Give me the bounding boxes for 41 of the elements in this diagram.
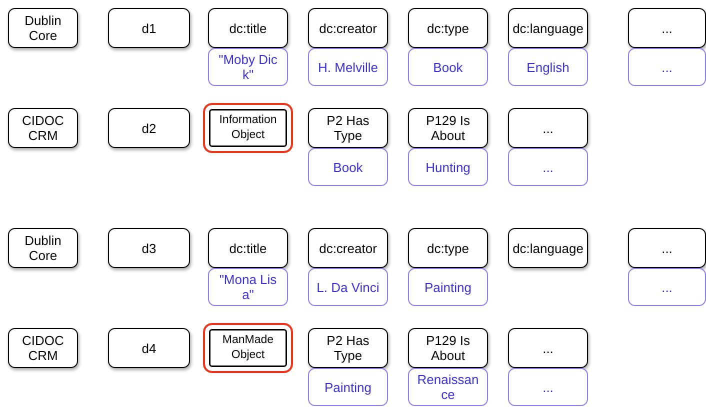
value-box: ... <box>628 48 706 86</box>
value-box: H. Melville <box>308 48 388 86</box>
term-box: dc:title <box>208 228 288 268</box>
value-box: Hunting <box>408 148 488 186</box>
highlighted-class-box: ManMade Object <box>203 323 293 373</box>
term-box: dc:language <box>508 228 588 268</box>
term-box: d3 <box>108 228 190 268</box>
term-box: dc:type <box>408 8 488 48</box>
term-box: d2 <box>108 108 190 148</box>
term-box: CIDOC CRM <box>8 328 78 368</box>
term-box: Dublin Core <box>8 8 78 48</box>
value-box: Book <box>408 48 488 86</box>
value-box: ... <box>628 268 706 306</box>
value-box: Painting <box>308 368 388 406</box>
term-box: d4 <box>108 328 190 368</box>
term-box: P2 Has Type <box>308 328 388 368</box>
term-box: dc:creator <box>308 228 388 268</box>
term-box: dc:title <box>208 8 288 48</box>
value-box: L. Da Vinci <box>308 268 388 306</box>
term-box: dc:type <box>408 228 488 268</box>
value-box: Renaissance <box>408 368 488 406</box>
term-box: Dublin Core <box>8 228 78 268</box>
term-box: P2 Has Type <box>308 108 388 148</box>
term-box: ... <box>628 8 706 48</box>
value-box: Book <box>308 148 388 186</box>
term-box: d1 <box>108 8 190 48</box>
value-box: Painting <box>408 268 488 306</box>
value-box: "Mona Lisa" <box>208 268 288 306</box>
term-box: dc:language <box>508 8 588 48</box>
term-box: CIDOC CRM <box>8 108 78 148</box>
highlighted-class-box: Information Object <box>203 103 293 153</box>
value-box: ... <box>508 368 588 406</box>
term-box: ... <box>508 108 588 148</box>
value-box: ... <box>508 148 588 186</box>
value-box: "Moby Dick" <box>208 48 288 86</box>
term-box: ... <box>508 328 588 368</box>
term-box: P129 Is About <box>408 328 488 368</box>
term-box: P129 Is About <box>408 108 488 148</box>
term-box: ... <box>628 228 706 268</box>
value-box: English <box>508 48 588 86</box>
term-box: dc:creator <box>308 8 388 48</box>
